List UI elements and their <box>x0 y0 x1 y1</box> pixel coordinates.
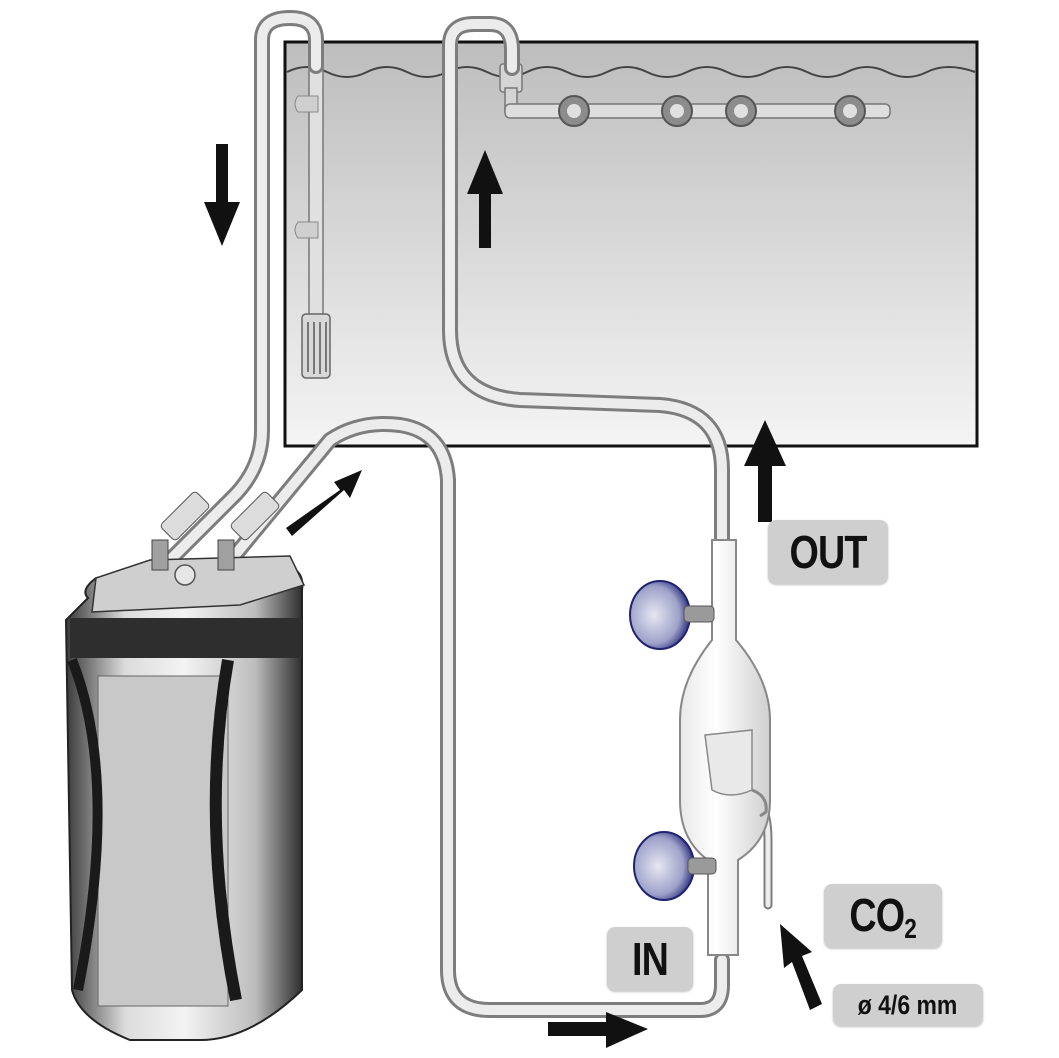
flow-arrow-up-icon <box>744 420 786 522</box>
flow-arrow-down-icon <box>204 144 240 246</box>
co2-reactor <box>629 539 771 956</box>
aquarium-tank <box>283 40 979 448</box>
flow-arrow-diagonal-icon <box>286 470 362 536</box>
canister-filter <box>64 491 306 1041</box>
hoses <box>162 10 773 1018</box>
co2-label: CO2 <box>824 884 942 948</box>
water-surface <box>286 66 976 78</box>
flow-arrow-diagonal-icon <box>780 924 822 1010</box>
tube-size-label: ø 4/6 mm <box>833 984 983 1026</box>
flow-arrow-up-icon <box>467 150 503 248</box>
suction-cup-icon <box>629 580 715 650</box>
intake-pipe <box>294 65 331 379</box>
filter-outlet-hose <box>227 416 730 1018</box>
suction-cup-icon <box>633 831 717 901</box>
in-label: IN <box>607 927 693 991</box>
flow-arrows <box>204 144 822 1048</box>
flow-arrow-right-icon <box>548 1012 648 1048</box>
out-label: OUT <box>768 520 888 584</box>
spray-bar <box>499 63 891 127</box>
